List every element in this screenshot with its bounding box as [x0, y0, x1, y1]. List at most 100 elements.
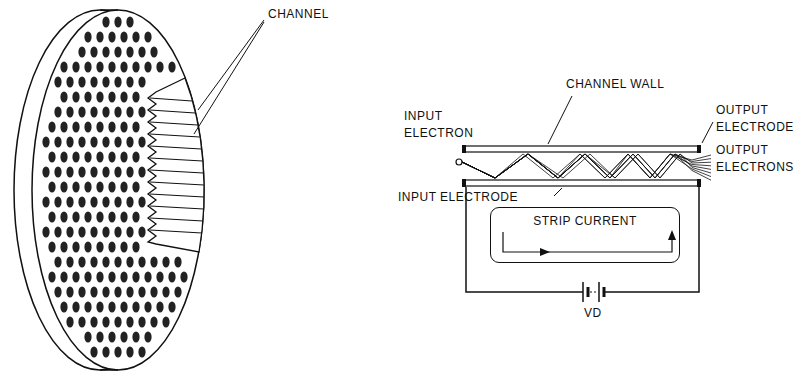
channel-hole	[54, 136, 61, 147]
part-label: INPUT ELECTRODE	[398, 189, 558, 206]
battery-symbol	[587, 287, 590, 297]
channel-hole	[150, 256, 157, 267]
channel-hole	[138, 256, 145, 267]
channel-hole	[156, 301, 163, 312]
channel-hole	[120, 241, 127, 252]
channel-hole	[108, 331, 115, 342]
channel-hole	[114, 346, 121, 357]
channel-section	[150, 170, 203, 173]
channel-hole	[102, 256, 109, 267]
channel-hole	[78, 256, 85, 267]
channel-hole	[84, 121, 91, 132]
channel-hole	[132, 211, 139, 222]
channel-hole	[96, 271, 103, 282]
channel-hole	[84, 331, 91, 342]
channel-hole	[156, 271, 163, 282]
channel-hole	[90, 76, 97, 87]
channel-hole	[114, 166, 121, 177]
plate-face	[32, 10, 204, 370]
channel-hole	[132, 151, 139, 162]
arrow-head	[540, 248, 550, 256]
channel-section	[150, 146, 201, 149]
channel-hole	[162, 286, 169, 297]
channel-hole	[78, 196, 85, 207]
channel-hole	[84, 271, 91, 282]
channel-hole	[132, 181, 139, 192]
leader-line	[554, 188, 562, 196]
channel-hole	[108, 181, 115, 192]
strip-current-box: STRIP CURRENT	[490, 207, 680, 263]
channel-hole	[60, 91, 67, 102]
channel-section	[150, 98, 192, 101]
channel-hole	[108, 121, 115, 132]
channel-hole	[90, 256, 97, 267]
channel-hole	[54, 76, 61, 87]
channel-hole	[114, 196, 121, 207]
channel-hole	[102, 76, 109, 87]
electrode	[697, 179, 701, 187]
channel-hole	[78, 136, 85, 147]
channel-hole	[66, 286, 73, 297]
part-label: INPUT ELECTRON	[404, 108, 490, 142]
channel-hole	[114, 46, 121, 57]
channel-hole	[78, 226, 85, 237]
channel-hole	[126, 46, 133, 57]
channel-hole	[42, 136, 49, 147]
channel-hole	[114, 76, 121, 87]
channel-hole	[102, 346, 109, 357]
channel-hole	[138, 316, 145, 327]
cutaway	[148, 78, 204, 252]
channel-hole	[126, 76, 133, 87]
channel-hole	[90, 346, 97, 357]
channel-hole	[42, 196, 49, 207]
channel-hole	[120, 121, 127, 132]
channel-hole	[54, 106, 61, 117]
channel-hole	[120, 301, 127, 312]
channel-section	[150, 122, 198, 125]
channel-hole	[126, 316, 133, 327]
channel-hole	[96, 91, 103, 102]
channel-hole	[102, 286, 109, 297]
channel-hole	[138, 46, 145, 57]
channel-hole	[72, 241, 79, 252]
channel-hole	[66, 196, 73, 207]
channel-hole	[72, 151, 79, 162]
channel-hole	[138, 196, 145, 207]
channel-hole	[138, 346, 145, 357]
electrode	[462, 179, 466, 187]
electrode	[697, 145, 701, 153]
channel-hole	[108, 61, 115, 72]
channel-hole	[162, 256, 169, 267]
channel-hole	[96, 181, 103, 192]
channel-hole	[108, 301, 115, 312]
channel-hole	[84, 181, 91, 192]
channel-hole	[78, 76, 85, 87]
channel-hole	[90, 316, 97, 327]
channel-hole	[114, 136, 121, 147]
input-electron-dot	[456, 159, 462, 165]
channel-hole	[96, 331, 103, 342]
channel-hole	[126, 106, 133, 117]
channel-hole	[72, 211, 79, 222]
channel-hole	[150, 46, 157, 57]
channel-section	[150, 230, 202, 233]
channel-hole	[108, 31, 115, 42]
channel-hole	[54, 226, 61, 237]
channel-hole	[72, 181, 79, 192]
channel-hole	[126, 166, 133, 177]
channel-hole	[120, 211, 127, 222]
channel-hole	[84, 151, 91, 162]
channel-hole	[126, 286, 133, 297]
battery-symbol	[603, 287, 606, 297]
channel-hole	[60, 301, 67, 312]
channel-hole	[144, 331, 151, 342]
channel-hole	[102, 226, 109, 237]
channel-section	[150, 110, 195, 113]
channel-hole	[42, 166, 49, 177]
channel-hole	[78, 286, 85, 297]
channel-hole	[102, 136, 109, 147]
channel-hole	[54, 166, 61, 177]
channel-hole	[42, 226, 49, 237]
electron-paths	[462, 154, 711, 180]
